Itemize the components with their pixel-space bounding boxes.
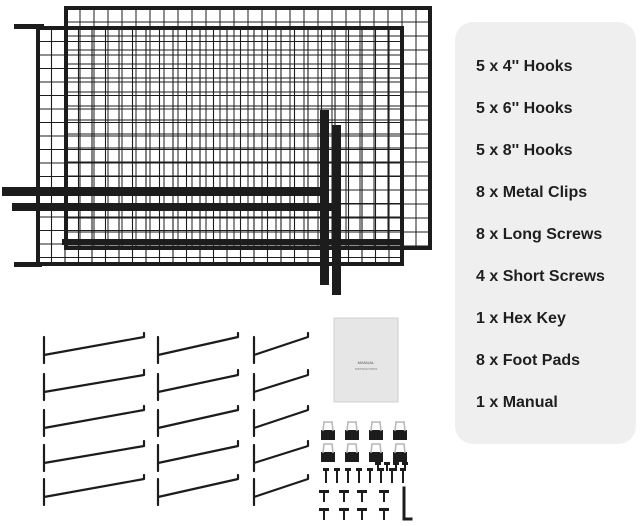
foot-pad [339,490,349,502]
parts-list-item: 5 x 6'' Hooks [476,100,573,117]
long-screw [367,468,373,483]
long-screw [400,468,406,483]
long-screw [389,468,395,483]
metal-clip [345,421,359,440]
metal-clip [321,443,335,462]
parts-list-item: 5 x 8'' Hooks [476,142,573,159]
metal-clip [369,443,383,462]
short-screw [375,462,381,471]
hook [156,368,240,402]
parts-list: 5 x 4'' Hooks 5 x 6'' Hooks 5 x 8'' Hook… [476,56,605,434]
long-screw [334,468,340,483]
hooks [42,331,310,507]
long-screw [345,468,351,483]
metal-clip [321,421,335,440]
metal-clip [345,443,359,462]
parts-list-item: 8 x Long Screws [476,226,603,243]
foot-pad [379,508,389,520]
parts-list-panel: 5 x 4'' Hooks 5 x 6'' Hooks 5 x 8'' Hook… [455,22,636,444]
long-screw [356,468,362,483]
short-screw [384,462,390,471]
metal-clip [369,421,383,440]
parts-list-item: 1 x Manual [476,394,558,411]
metal-clip [393,421,407,440]
hook [252,473,310,507]
hook [42,368,146,402]
parts-list-item: 8 x Metal Clips [476,184,588,201]
metal-clip [393,443,407,462]
parts-list-item: 4 x Short Screws [476,268,605,285]
manual-title-1: MANUAL [358,360,375,365]
hook [156,473,240,507]
hex-key [402,486,413,521]
foot-pad [339,508,349,520]
foot-pads [319,490,389,520]
hook [42,439,146,473]
manual-title-2: INSTRUCTIONS [355,367,378,371]
hook [156,404,240,438]
hook [252,368,310,402]
parts-list-item: 1 x Hex Key [476,310,566,327]
support-bars [2,110,402,295]
hook [156,439,240,473]
short-screw [393,462,399,471]
short-screws [375,462,408,471]
hook [42,404,146,438]
grid-panel-front [14,24,404,267]
hook [156,331,240,365]
foot-pad [357,490,367,502]
manual-booklet: MANUAL INSTRUCTIONS [333,317,399,403]
hook [252,404,310,438]
parts-list-item: 5 x 4'' Hooks [476,58,573,75]
hook [42,331,146,365]
foot-pad [379,490,389,502]
parts-list-item: 8 x Foot Pads [476,352,581,369]
foot-pad [319,490,329,502]
long-screw [378,468,384,483]
long-screw [323,468,329,483]
foot-pad [357,508,367,520]
short-screw [402,462,408,471]
hook [42,473,146,507]
hook [252,439,310,473]
metal-clips [321,421,407,462]
hook [252,331,310,365]
foot-pad [319,508,329,520]
long-screws [323,468,406,483]
